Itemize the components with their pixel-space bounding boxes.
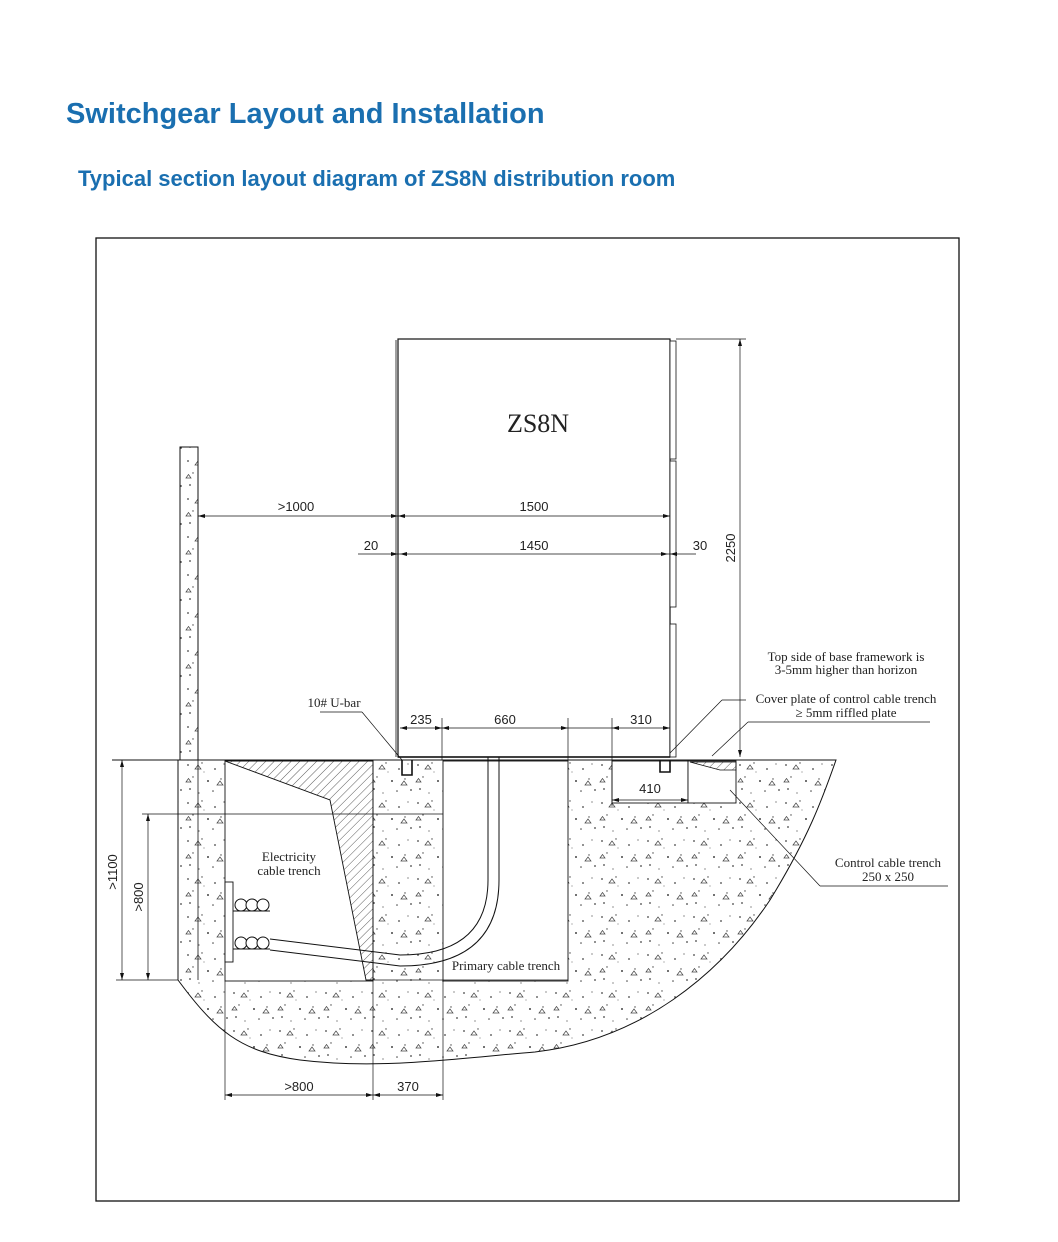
dim-base-depth: 1450: [520, 538, 549, 553]
label-primary-trench: Primary cable trench: [452, 958, 561, 973]
cable-tray-bracket: [224, 881, 234, 963]
dim-wall-clearance: >1000: [278, 499, 315, 514]
page-subtitle: Typical section layout diagram of ZS8N d…: [78, 166, 676, 191]
dim-control-trench-width: 410: [639, 781, 661, 796]
room-wall: [179, 446, 199, 761]
dim-cabinet-depth: 1500: [520, 499, 549, 514]
u-bar-rear: [659, 760, 671, 773]
cabinet-rear-panel-1: [669, 340, 677, 460]
dim-cabinet-height: 2250: [723, 534, 738, 563]
dimension-ticks: [120, 339, 742, 1097]
dim-cable-trench-depth: >800: [131, 882, 146, 911]
dim-front-bar: 235: [410, 712, 432, 727]
cover-plate-hatch: [689, 761, 737, 771]
label-ubar: 10# U-bar: [307, 695, 361, 710]
dim-rear-offset: 30: [693, 538, 707, 553]
label-base-note-1: Top side of base framework is: [768, 649, 925, 664]
page-title: Switchgear Layout and Installation: [66, 98, 545, 130]
primary-cable-trench: [442, 760, 569, 982]
primary-cable: [269, 757, 489, 956]
dim-front-offset: 20: [364, 538, 378, 553]
primary-cable-outer: [269, 757, 500, 967]
label-base-note-2: 3-5mm higher than horizon: [775, 662, 918, 677]
diagram-frame: [95, 237, 960, 1202]
label-electricity-trench-2: cable trench: [257, 863, 321, 878]
label-control-trench-1: Control cable trench: [835, 855, 942, 870]
u-bar-front: [401, 760, 413, 776]
dimension-lines: [116, 338, 948, 1100]
trench-slope-hatch: [224, 760, 374, 981]
label-cover-note-2: ≥ 5mm riffled plate: [795, 705, 896, 720]
dim-wall-thickness: 370: [397, 1079, 419, 1094]
cable-bundle-upper: [233, 898, 270, 912]
label-electricity-trench-1: Electricity: [262, 849, 317, 864]
cable-bundle-lower: [233, 936, 270, 950]
dim-primary-opening: 660: [494, 712, 516, 727]
cabinet-rear-panel-3: [669, 623, 677, 758]
dim-rear-frame: 310: [630, 712, 652, 727]
cabinet-rear-panel-2: [669, 460, 677, 608]
unit-label: ZS8N: [507, 409, 569, 438]
label-control-trench-2: 250 x 250: [862, 869, 914, 884]
dim-trench-depth: >1100: [105, 854, 120, 890]
label-cover-note-1: Cover plate of control cable trench: [756, 691, 937, 706]
dim-cable-trench-width: >800: [284, 1079, 313, 1094]
